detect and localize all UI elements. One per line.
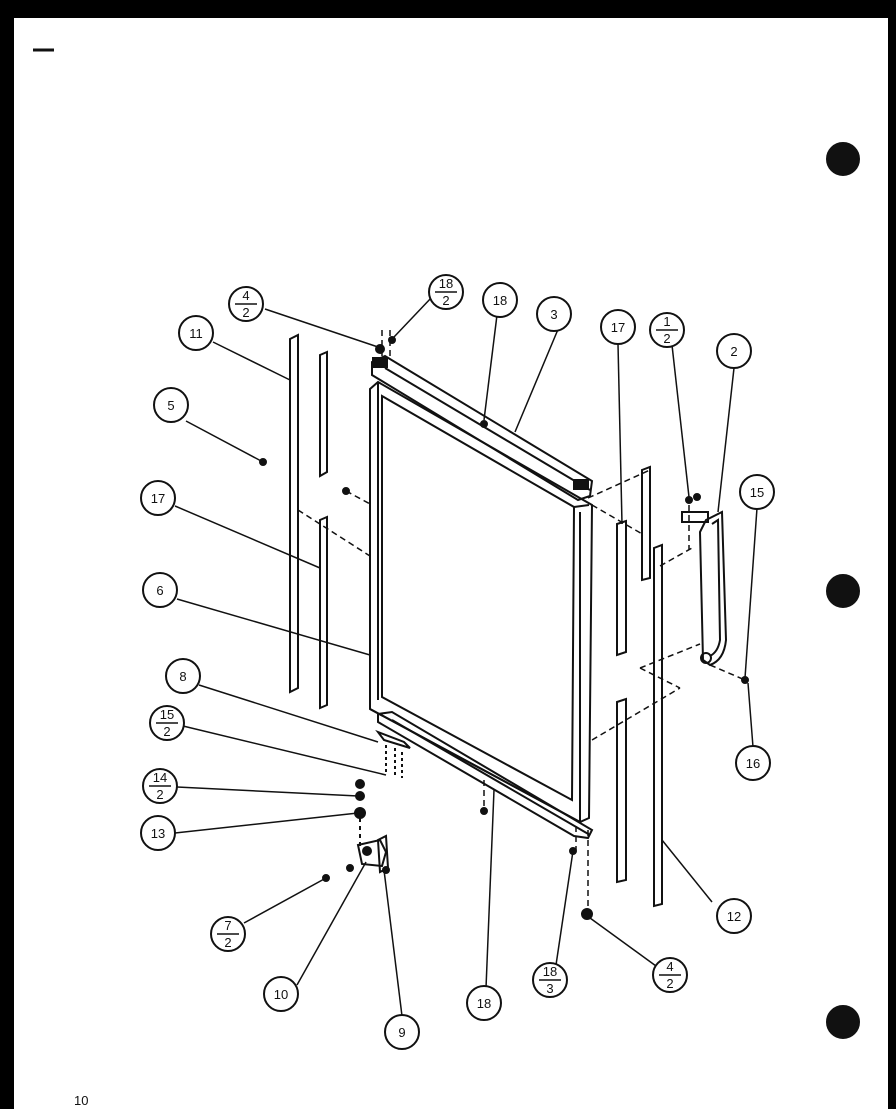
callout-numerator: 18 (439, 276, 453, 291)
callout-number: 13 (151, 826, 165, 841)
callout-18-2-top: 182 (428, 274, 464, 310)
callout-number: 2 (730, 344, 737, 359)
filler-strip-upper-right (616, 519, 627, 657)
bottom-channel (377, 710, 594, 840)
lower-hinge-bracket (375, 729, 411, 778)
callout-denominator: 3 (546, 981, 553, 996)
callout-6: 6 (142, 572, 178, 608)
binder-hole-2 (826, 574, 860, 608)
callout-18-3: 183 (532, 962, 568, 998)
callout-circle (600, 309, 636, 345)
alignment-lines (297, 330, 746, 910)
top-channel (371, 354, 594, 502)
callout-number: 11 (189, 326, 203, 341)
leader-lines (174, 296, 758, 1017)
callout-numerator: 4 (666, 959, 673, 974)
callout-denominator: 2 (242, 305, 249, 320)
callout-circle (735, 745, 771, 781)
callout-3: 3 (536, 296, 572, 332)
callout-number: 3 (550, 307, 557, 322)
callout-numerator: 14 (153, 770, 167, 785)
callout-14-2: 142 (142, 768, 178, 804)
callout-15: 15 (739, 474, 775, 510)
callout-circle (140, 480, 176, 516)
callout-1-2: 12 (649, 312, 685, 348)
callout-15-2: 152 (149, 705, 185, 741)
callout-circle (153, 387, 189, 423)
callout-5: 5 (153, 387, 189, 423)
binder-hole-1 (826, 142, 860, 176)
callout-denominator: 2 (666, 976, 673, 991)
filler-strip-lower-left (319, 515, 328, 710)
callout-numerator: 4 (242, 288, 249, 303)
callout-4-2-top: 42 (228, 286, 264, 322)
callout-denominator: 2 (442, 293, 449, 308)
callout-circle (384, 1014, 420, 1050)
callout-number: 18 (477, 996, 491, 1011)
callout-number: 18 (493, 293, 507, 308)
callout-numerator: 7 (224, 918, 231, 933)
callout-circle (178, 315, 214, 351)
binder-hole-3 (826, 1005, 860, 1039)
callout-circle (263, 976, 299, 1012)
callout-denominator: 2 (156, 787, 163, 802)
callout-10: 10 (263, 976, 299, 1012)
callout-number: 16 (746, 756, 760, 771)
callout-numerator: 1 (663, 314, 670, 329)
callout-number: 17 (151, 491, 165, 506)
callout-number: 9 (398, 1025, 405, 1040)
callout-circle (482, 282, 518, 318)
callout-7-2: 72 (210, 916, 246, 952)
callout-circle (716, 898, 752, 934)
callout-circle (140, 815, 176, 851)
callout-numerator: 18 (543, 964, 557, 979)
callout-denominator: 2 (663, 331, 670, 346)
door-handle (681, 510, 728, 667)
callout-18-top: 18 (482, 282, 518, 318)
callout-number: 15 (750, 485, 764, 500)
gasket-strip-12 (653, 543, 663, 908)
callout-13: 13 (140, 815, 176, 851)
hinge-assembly (354, 779, 390, 874)
callout-2: 2 (716, 333, 752, 369)
callout-12: 12 (716, 898, 752, 934)
filler-strip-upper-left (319, 350, 328, 478)
callout-numerator: 15 (160, 707, 174, 722)
callout-17-right: 17 (600, 309, 636, 345)
callout-circle (536, 296, 572, 332)
callout-circle (739, 474, 775, 510)
filler-strip-lower-right (616, 697, 627, 884)
callout-4-2-bottom: 42 (652, 957, 688, 993)
callout-number: 5 (167, 398, 174, 413)
callout-denominator: 2 (224, 935, 231, 950)
trim-strip-right (641, 465, 651, 582)
screws (259, 336, 749, 920)
callout-11: 11 (178, 315, 214, 351)
callout-circle (142, 572, 178, 608)
callout-9: 9 (384, 1014, 420, 1050)
page-number: 10 (74, 1093, 89, 1108)
gasket-strip-11 (289, 333, 299, 694)
callout-number: 10 (274, 987, 288, 1002)
callout-number: 17 (611, 320, 625, 335)
callout-circle (716, 333, 752, 369)
callout-number: 6 (156, 583, 163, 598)
callout-17-left: 17 (140, 480, 176, 516)
callout-circle (466, 985, 502, 1021)
door-panel (369, 380, 594, 824)
callout-circle (165, 658, 201, 694)
callout-denominator: 2 (163, 724, 170, 739)
callout-16: 16 (735, 745, 771, 781)
callout-number: 8 (179, 669, 186, 684)
callout-number: 12 (727, 909, 741, 924)
callout-18-bottom: 18 (466, 985, 502, 1021)
callout-8: 8 (165, 658, 201, 694)
